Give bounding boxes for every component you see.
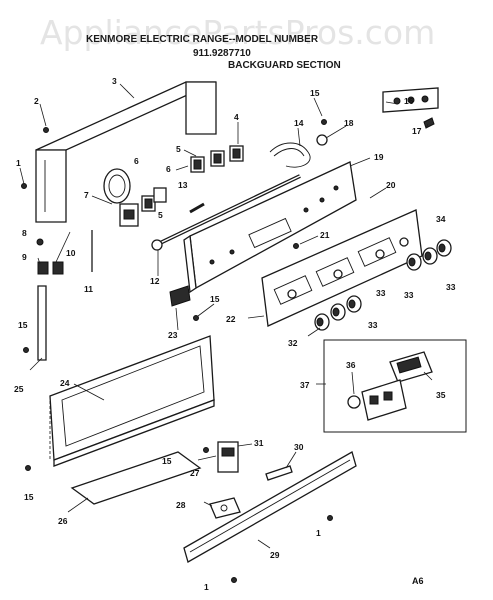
watermark-text: AppliancePartsPros.com — [40, 13, 435, 52]
part-3-backguard-trim — [35, 81, 217, 223]
part-19-control-panel — [183, 161, 357, 294]
callout-37: 37 — [300, 380, 310, 390]
part-16-nameplate — [382, 87, 439, 129]
part-14-wire-harness — [269, 134, 328, 168]
callout-2: 2 — [34, 96, 39, 106]
callout-15e: 15 — [162, 456, 172, 466]
corner-code: A6 — [412, 576, 424, 586]
part-24-rear-panel — [49, 335, 215, 467]
callout-12: 12 — [150, 276, 160, 286]
callout-31: 31 — [254, 438, 264, 448]
part-23-cover-plate — [169, 285, 191, 307]
part-27-terminal-block — [217, 441, 239, 473]
callout-34: 34 — [436, 214, 446, 224]
callout-1c: 1 — [204, 582, 209, 592]
callout-15a: 15 — [310, 88, 320, 98]
callout-10: 10 — [66, 248, 76, 258]
callout-11: 11 — [84, 284, 93, 294]
callout-23: 23 — [168, 330, 178, 340]
part-12-lamp — [151, 174, 301, 251]
part-37-assembly — [323, 339, 467, 433]
callout-20: 20 — [386, 180, 396, 190]
callout-18: 18 — [344, 118, 354, 128]
callout-33c: 33 — [404, 290, 414, 300]
callout-5b: 5 — [158, 210, 163, 220]
part-7-timer — [103, 168, 139, 227]
callout-1b: 1 — [316, 528, 321, 538]
part-28-bracket — [209, 497, 241, 519]
callout-33d: 33 — [446, 282, 456, 292]
callout-3: 3 — [112, 76, 117, 86]
callout-17: 17 — [412, 126, 422, 136]
screws — [21, 119, 333, 583]
callout-16: 16 — [404, 96, 414, 106]
section-title: BACKGUARD SECTION — [228, 60, 341, 71]
part-22-front-panel — [261, 209, 423, 327]
callout-28: 28 — [176, 500, 186, 510]
callout-19: 19 — [374, 152, 384, 162]
callout-1a: 1 — [16, 158, 21, 168]
model-number: 911.9287710 — [193, 48, 251, 59]
callout-9: 9 — [22, 252, 27, 262]
callout-26: 26 — [58, 516, 68, 526]
diagram-title: KENMORE ELECTRIC RANGE--MODEL NUMBER — [86, 34, 319, 45]
callout-32: 32 — [288, 338, 298, 348]
callout-36: 36 — [346, 360, 356, 370]
callout-7: 7 — [84, 190, 89, 200]
parts-32-33-34-knobs — [314, 239, 452, 331]
callout-14: 14 — [294, 118, 304, 128]
callout-21: 21 — [320, 230, 330, 240]
callout-13: 13 — [178, 180, 188, 190]
callout-4: 4 — [234, 112, 239, 122]
callout-15c: 15 — [18, 320, 28, 330]
callout-25: 25 — [14, 384, 24, 394]
callout-29: 29 — [270, 550, 280, 560]
callout-22: 22 — [226, 314, 236, 324]
callout-35: 35 — [436, 390, 446, 400]
part-29-trim-strip — [183, 451, 357, 563]
callout-33b: 33 — [376, 288, 386, 298]
parts-4-5-6-switches — [141, 145, 244, 212]
leader-lines — [19, 83, 433, 549]
callout-8: 8 — [22, 228, 27, 238]
parts-8-9-10-11-hardware — [36, 230, 93, 361]
callout-15b: 15 — [210, 294, 220, 304]
callout-labels: 3 2 4 5 6 6 7 13 5 14 15 18 16 17 19 20 … — [14, 76, 456, 592]
callout-6a: 6 — [166, 164, 171, 174]
callout-24: 24 — [60, 378, 70, 388]
part-30-clip — [265, 465, 293, 481]
callout-5: 5 — [176, 144, 181, 154]
callout-27: 27 — [190, 468, 200, 478]
part-26-bottom-plate — [70, 451, 202, 505]
callout-6b: 6 — [134, 156, 139, 166]
part-13-clip — [189, 202, 205, 214]
callout-15d: 15 — [24, 492, 34, 502]
callout-30: 30 — [294, 442, 304, 452]
callout-33a: 33 — [368, 320, 378, 330]
